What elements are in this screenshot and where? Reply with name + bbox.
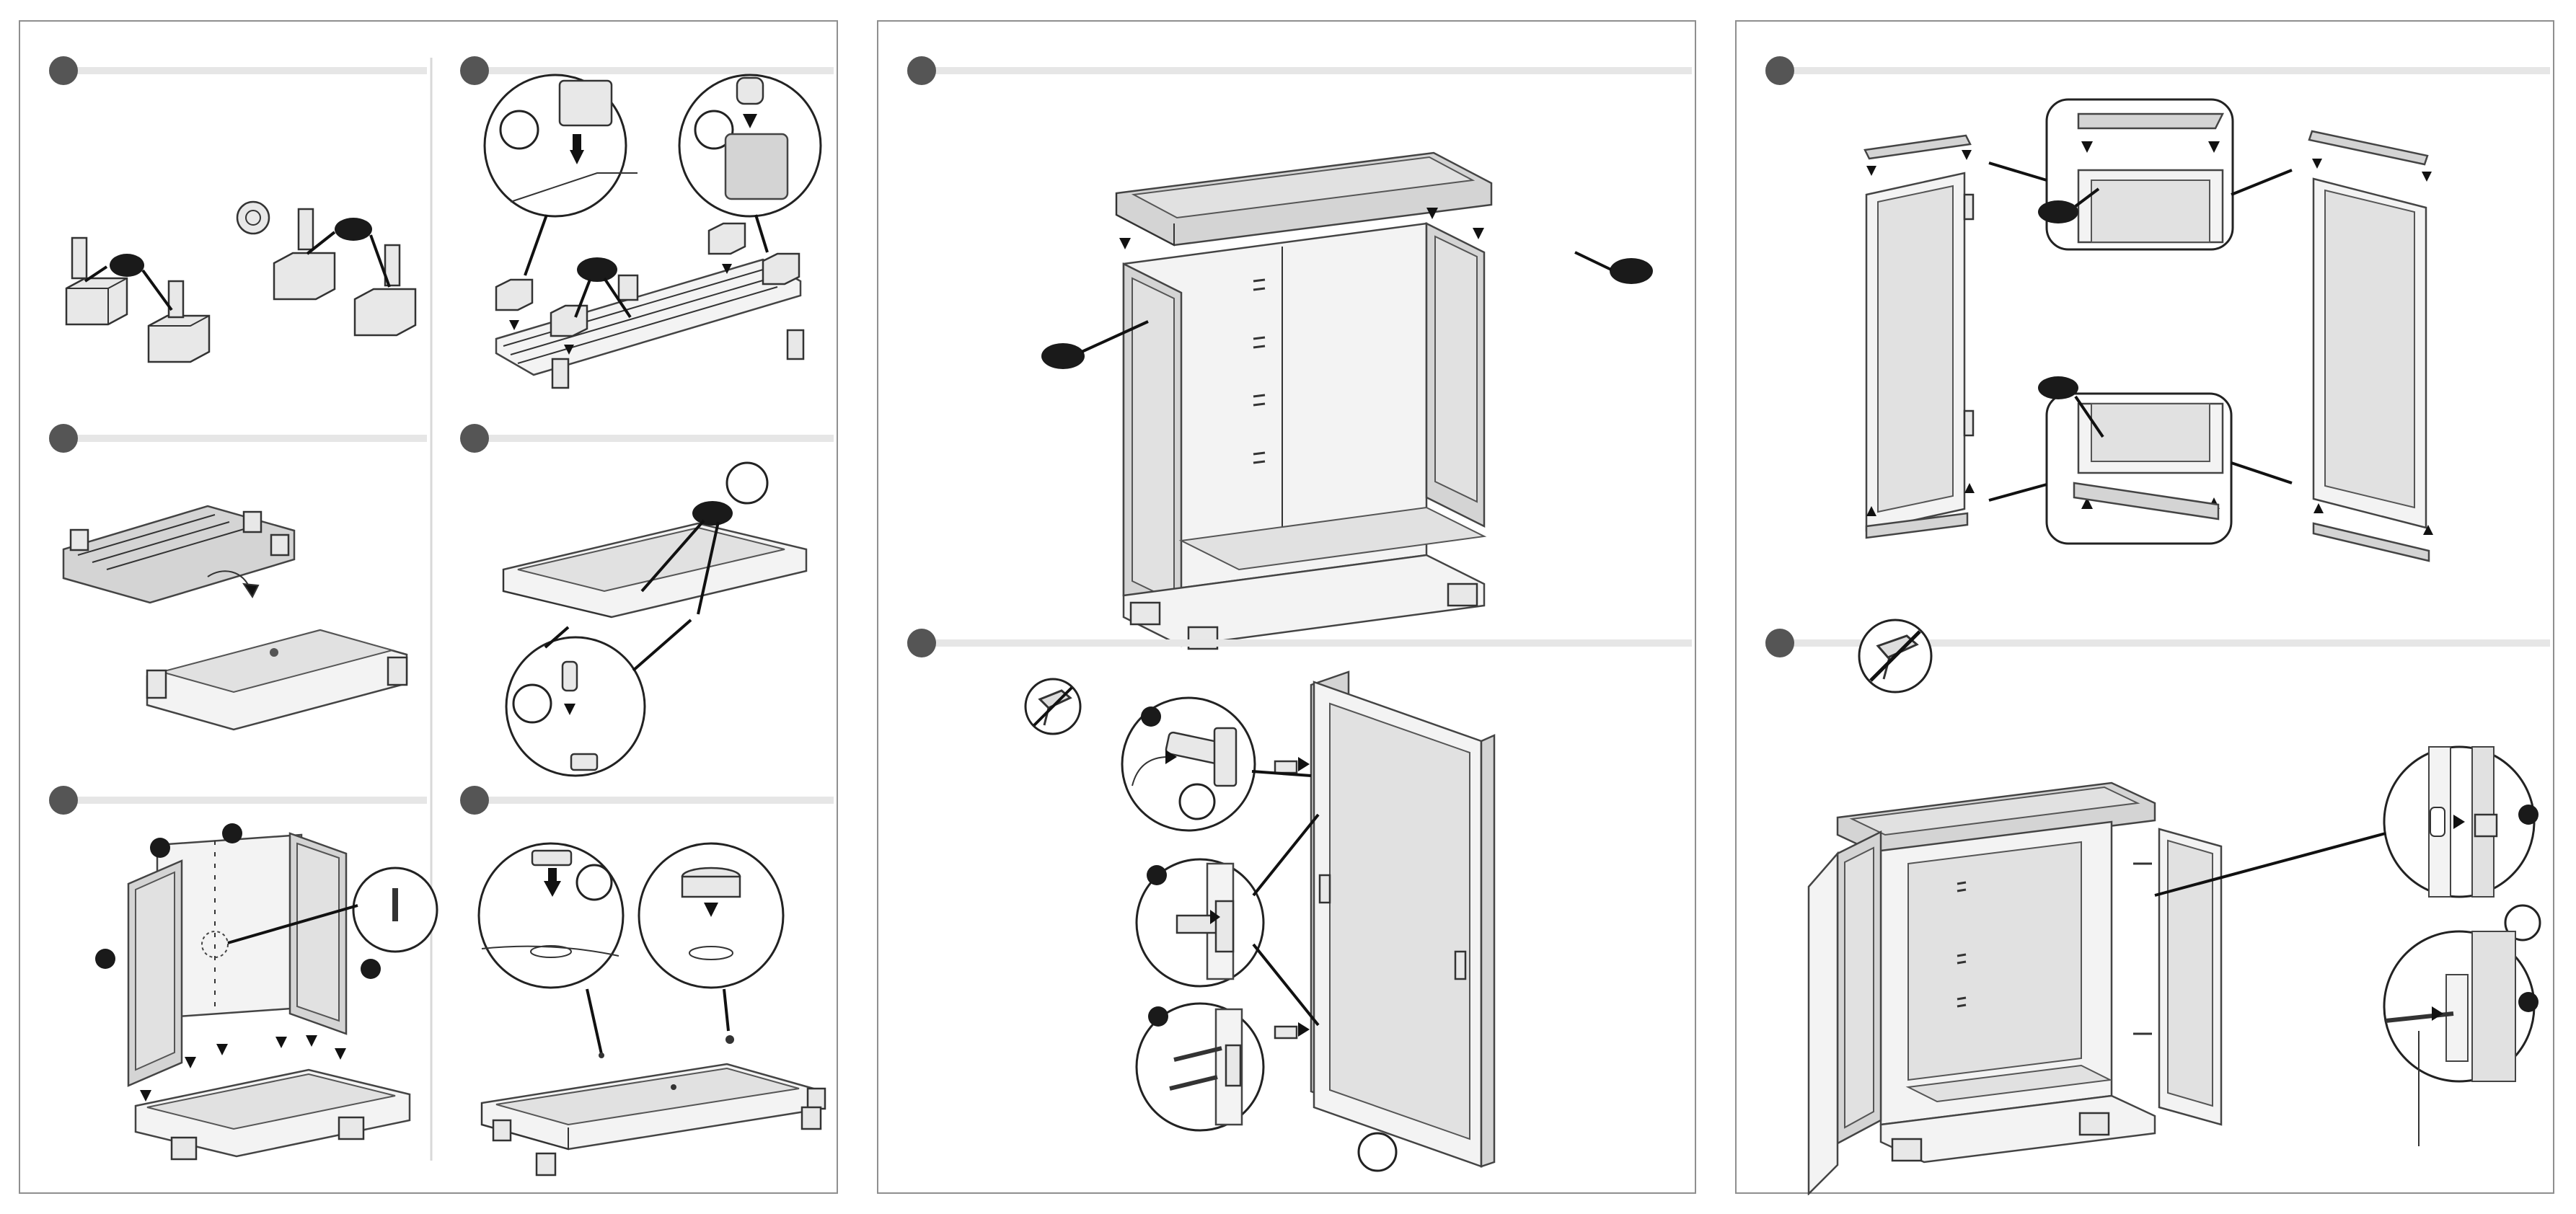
step-5: [49, 786, 437, 1159]
step-4: [460, 424, 834, 776]
no-drill-icon: [1859, 620, 1931, 692]
feet-connectors-illustration: [66, 202, 415, 362]
step-1: [49, 56, 427, 362]
callout-dot: [692, 501, 733, 526]
instruction-sheet-2: [877, 20, 1696, 1194]
step-10: [1765, 620, 2550, 1194]
step-10-marker: [1765, 629, 1794, 657]
callout-dot: [150, 838, 170, 858]
callout-dot: [577, 257, 617, 282]
callout-dot: [110, 254, 144, 277]
step-8-marker: [907, 629, 936, 657]
sheet-2-illustrations: [878, 22, 1698, 1195]
callout-dot: [2518, 992, 2538, 1012]
step-1-header-bar: [49, 67, 427, 74]
step-9-header-bar: [1765, 67, 2550, 74]
step-4-header-bar: [475, 435, 834, 442]
step-6-header-bar: [475, 797, 834, 804]
callout-dot: [1610, 258, 1653, 284]
step-1-marker: [49, 56, 78, 85]
step-3: [49, 424, 427, 730]
callout-dot: [361, 959, 381, 979]
step-8-header-bar: [907, 639, 1692, 647]
callout-dot: [1141, 706, 1161, 727]
step-9-marker: [1765, 56, 1794, 85]
sheet-3-illustrations: [1737, 22, 2556, 1195]
step-5-marker: [49, 786, 78, 815]
step-4-marker: [460, 424, 489, 453]
step-7-header-bar: [907, 67, 1692, 74]
callout-dot: [2038, 200, 2078, 223]
step-7: [907, 56, 1692, 649]
callout-dot: [1147, 865, 1167, 885]
step-9: [1765, 56, 2550, 561]
callout-dot: [1148, 1006, 1168, 1027]
callout-dot: [95, 949, 115, 969]
callout-dot: [1041, 343, 1085, 369]
instruction-sheet-1: [19, 20, 838, 1194]
step-2-header-bar: [475, 67, 834, 74]
callout-dot: [222, 823, 242, 843]
step-6: [460, 786, 834, 1175]
step-3-header-bar: [49, 435, 427, 442]
step-3-marker: [49, 424, 78, 453]
no-drill-icon: [1025, 679, 1080, 734]
callout-dot: [2038, 376, 2078, 399]
step-8: [907, 629, 1692, 1171]
step-2: [460, 56, 834, 388]
step-5-header-bar: [49, 797, 427, 804]
callout-dot: [335, 218, 372, 241]
step-7-marker: [907, 56, 936, 85]
instruction-sheet-3: [1735, 20, 2554, 1194]
step-6-marker: [460, 786, 489, 815]
sheet-1-illustrations: [20, 22, 839, 1195]
step-2-marker: [460, 56, 489, 85]
callout-dot: [2518, 805, 2538, 825]
